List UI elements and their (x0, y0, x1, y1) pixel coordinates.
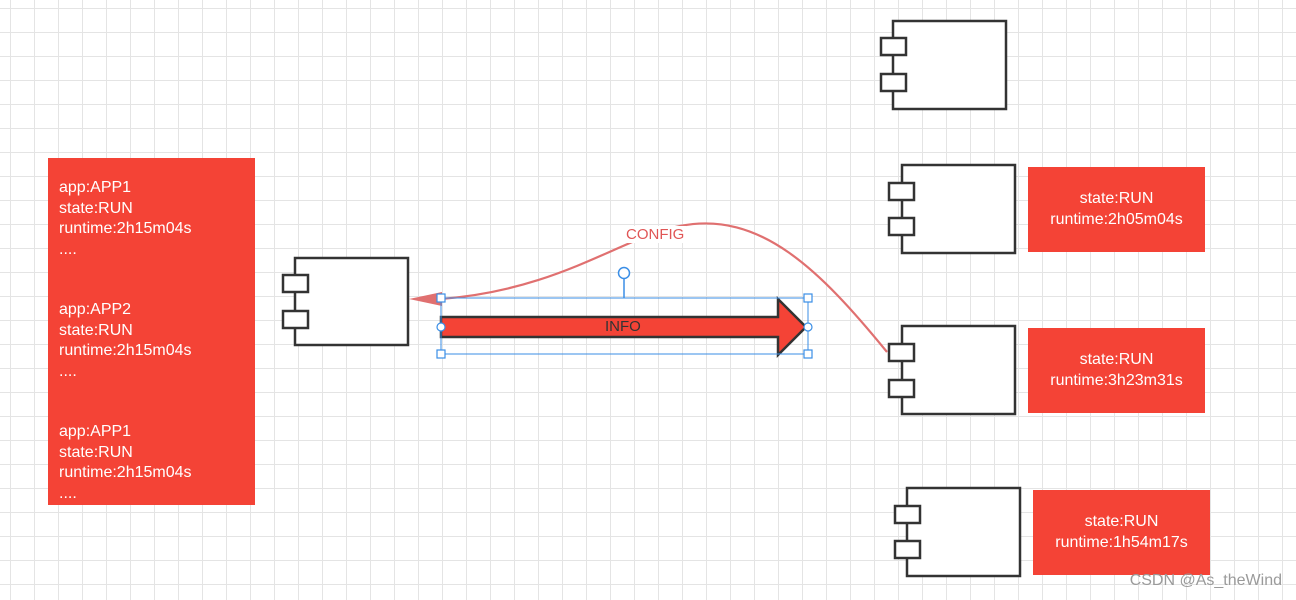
app-entry: app:APP1 state:RUN runtime:2h15m04s .... (59, 178, 255, 300)
component-top[interactable] (879, 19, 1008, 111)
connect-handle-left (436, 322, 446, 332)
info-arrow[interactable] (439, 295, 808, 359)
status-note-2[interactable]: state:RUN runtime:2h05m04s (1028, 167, 1205, 252)
app-runtime: runtime:2h15m04s (59, 464, 192, 481)
app-entry: app:APP2 state:RUN runtime:2h15m04s .... (59, 300, 255, 422)
status-note-4[interactable]: state:RUN runtime:1h54m17s (1033, 490, 1210, 575)
app-state: state:RUN (59, 443, 133, 461)
component-3[interactable] (887, 324, 1017, 416)
config-arrowhead (409, 292, 442, 306)
app-state: state:RUN (59, 321, 133, 339)
note-state: state:RUN (1079, 190, 1154, 207)
resize-handle-se (803, 349, 813, 359)
resize-handle-ne (803, 293, 813, 303)
app-more: .... (59, 362, 77, 380)
config-label[interactable]: CONFIG (624, 226, 687, 243)
status-note-3[interactable]: state:RUN runtime:3h23m31s (1028, 328, 1205, 413)
app-runtime: runtime:2h15m04s (59, 342, 192, 359)
selection-frame[interactable] (436, 266, 813, 359)
component-4[interactable] (893, 486, 1022, 578)
note-state: state:RUN (1079, 351, 1154, 368)
watermark: CSDN @As_theWind (1129, 572, 1282, 589)
app-name: app:APP1 (59, 179, 132, 196)
app-runtime: runtime:2h15m04s (59, 220, 192, 237)
component-2[interactable] (887, 163, 1017, 255)
rotate-handle (617, 266, 631, 280)
note-state: state:RUN (1084, 513, 1159, 530)
app-state: state:RUN (59, 199, 133, 217)
note-runtime: runtime:2h05m04s (1050, 210, 1183, 228)
info-label[interactable]: INFO (605, 318, 641, 335)
app-status-note[interactable]: app:APP1 state:RUN runtime:2h15m04s ....… (48, 158, 255, 505)
note-runtime: runtime:1h54m17s (1055, 533, 1188, 551)
note-runtime: runtime:3h23m31s (1050, 371, 1183, 389)
connect-handle-right (803, 322, 813, 332)
app-name: app:APP2 (59, 301, 132, 318)
app-more: .... (59, 484, 77, 502)
resize-handle-nw (436, 293, 446, 303)
app-entry: app:APP1 state:RUN runtime:2h15m04s .... (59, 422, 255, 544)
app-more: .... (59, 240, 77, 258)
resize-handle-sw (436, 349, 446, 359)
app-name: app:APP1 (59, 423, 132, 440)
component-center[interactable] (281, 256, 410, 347)
